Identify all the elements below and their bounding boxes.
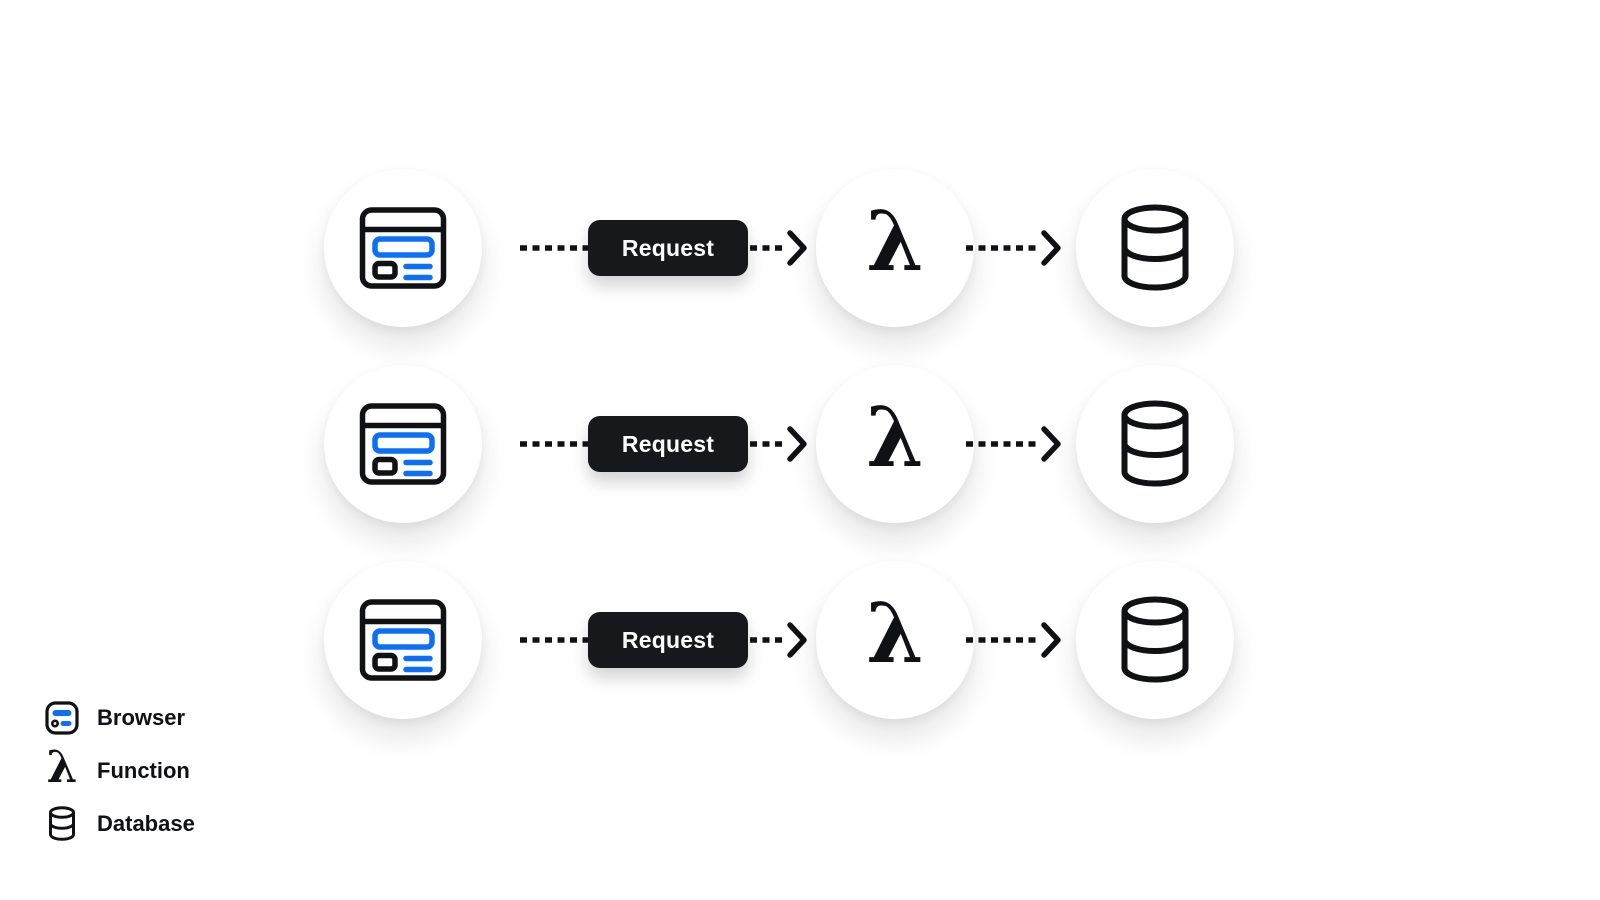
browser-icon — [359, 403, 447, 485]
database-node — [1076, 365, 1234, 523]
flow-row: Request λ — [0, 560, 1600, 720]
dashed-connector — [520, 245, 588, 251]
browser-icon — [359, 599, 447, 681]
lambda-icon: λ — [866, 390, 924, 486]
database-icon — [1121, 204, 1189, 291]
function-node: λ — [816, 561, 974, 719]
database-icon — [1121, 596, 1189, 683]
browser-node — [324, 365, 482, 523]
arrow-connector — [750, 230, 807, 266]
legend-item-database: Database — [44, 806, 195, 842]
request-button: Request — [588, 612, 748, 668]
browser-node — [324, 169, 482, 327]
arrow-connector — [966, 426, 1061, 462]
legend-label: Function — [97, 758, 190, 783]
function-node: λ — [816, 169, 974, 327]
lambda-icon: λ — [866, 586, 924, 682]
request-button: Request — [588, 220, 748, 276]
function-node: λ — [816, 365, 974, 523]
request-button: Request — [588, 416, 748, 472]
lambda-icon: λ — [866, 194, 924, 290]
legend-label: Browser — [97, 705, 186, 730]
lambda-icon: λ — [46, 742, 78, 793]
arrow-connector — [750, 426, 807, 462]
arrow-connector — [750, 622, 807, 658]
browser-icon — [44, 700, 80, 736]
arrow-connector — [966, 230, 1061, 266]
database-icon — [1121, 400, 1189, 487]
legend-item-browser: Browser — [44, 700, 195, 736]
dashed-connector — [520, 637, 588, 643]
browser-icon — [359, 207, 447, 289]
browser-node — [324, 561, 482, 719]
dashed-connector — [520, 441, 588, 447]
legend: Browser λ Function Database — [44, 700, 195, 842]
database-icon — [44, 806, 80, 842]
flow-row: Request λ — [0, 168, 1600, 328]
database-node — [1076, 169, 1234, 327]
database-node — [1076, 561, 1234, 719]
legend-label: Database — [97, 811, 195, 836]
legend-item-function: λ Function — [44, 742, 195, 793]
arrow-connector — [966, 622, 1061, 658]
flow-row: Request λ — [0, 364, 1600, 524]
